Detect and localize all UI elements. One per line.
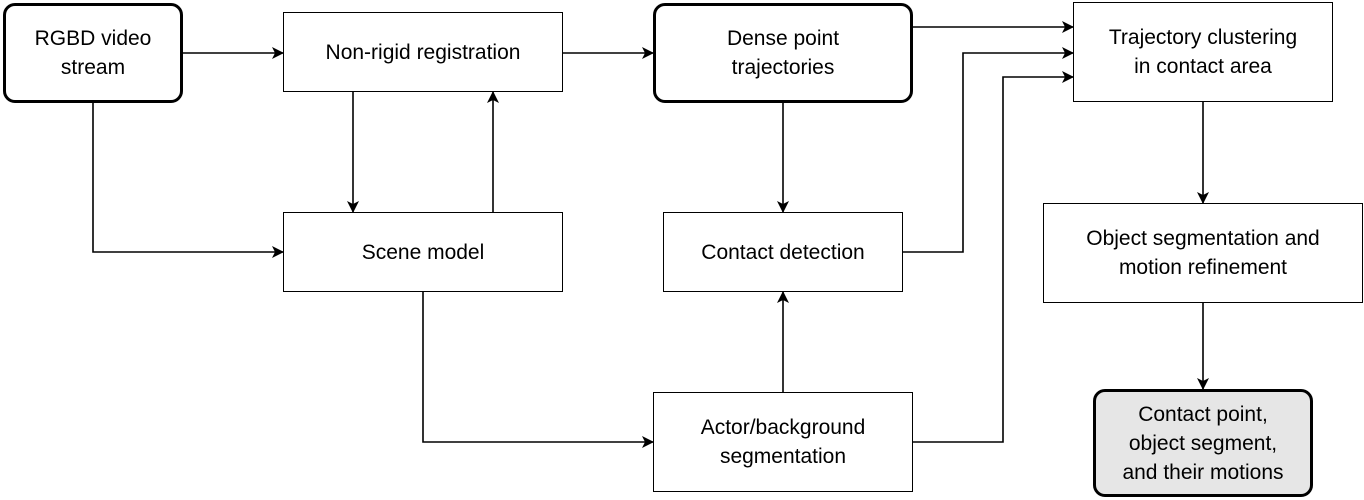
node-scene-model-label: Scene model [362, 238, 485, 267]
node-object-segmentation-line-1: Object segmentation and [1086, 227, 1320, 250]
node-actor-background-segmentation-line-1: Actor/background [700, 416, 866, 439]
node-non-rigid-registration: Non-rigid registration [283, 12, 563, 92]
node-dense-point-trajectories-label: Dense point trajectories [727, 24, 839, 82]
node-object-segmentation-line-2: motion refinement [1118, 256, 1288, 279]
node-actor-background-segmentation-line-2: segmentation [719, 445, 847, 468]
edge-scene-model-to-actor-segmentation [422, 292, 654, 448]
node-object-segmentation-label: Object segmentation and motion refinemen… [1086, 224, 1319, 282]
node-trajectory-clustering: Trajectory clustering in contact area [1073, 2, 1333, 102]
node-result-line-2: object segment, [1128, 431, 1278, 455]
node-dense-point-trajectories: Dense point trajectories [653, 3, 913, 103]
node-contact-detection-line-1: Contact detection [701, 240, 865, 264]
node-scene-model: Scene model [283, 212, 563, 292]
node-dense-point-trajectories-line-2: trajectories [731, 56, 835, 79]
node-contact-detection: Contact detection [663, 212, 903, 292]
node-trajectory-clustering-line-1: Trajectory clustering [1108, 26, 1298, 49]
node-trajectory-clustering-line-2: in contact area [1134, 55, 1272, 78]
edge-rgbd-to-scene-model [92, 103, 284, 258]
node-result-line-3: and their motions [1122, 460, 1284, 484]
node-result-label: Contact point, object segment, and their… [1122, 400, 1283, 487]
node-result-line-1: Contact point, [1138, 402, 1268, 426]
node-non-rigid-registration-label: Non-rigid registration [326, 38, 521, 67]
node-non-rigid-registration-line-1: Non-rigid registration [325, 40, 521, 64]
node-scene-model-line-1: Scene model [361, 240, 485, 264]
node-rgbd-video-stream-line-1: RGBD video [34, 27, 152, 50]
node-contact-detection-label: Contact detection [701, 238, 864, 267]
node-dense-point-trajectories-line-1: Dense point [726, 27, 840, 50]
node-rgbd-video-stream: RGBD video stream [3, 3, 183, 103]
node-object-segmentation: Object segmentation and motion refinemen… [1043, 203, 1363, 303]
node-result: Contact point, object segment, and their… [1093, 389, 1313, 497]
node-rgbd-video-stream-label: RGBD video stream [35, 24, 152, 82]
node-rgbd-video-stream-line-2: stream [60, 56, 126, 79]
node-actor-background-segmentation: Actor/background segmentation [653, 392, 913, 492]
node-actor-background-segmentation-label: Actor/background segmentation [701, 413, 866, 471]
edge-actor-segmentation-to-clustering [913, 71, 1074, 443]
edge-contact-detection-to-clustering [903, 47, 1074, 253]
node-trajectory-clustering-label: Trajectory clustering in contact area [1109, 23, 1297, 81]
